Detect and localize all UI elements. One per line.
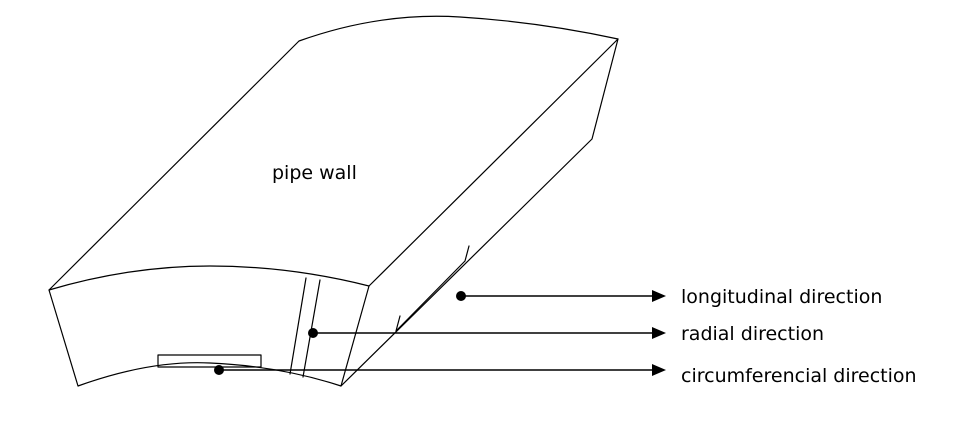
arrow-circumferential-label: circumferencial direction: [681, 365, 917, 387]
front-face-inner-line-1: [289, 277, 307, 375]
arrow-radial-head: [652, 327, 666, 339]
arrow-longitudinal-head: [652, 290, 666, 302]
arrow-longitudinal: longitudinal direction: [456, 286, 882, 308]
arrow-longitudinal-label: longitudinal direction: [681, 286, 882, 308]
arrow-circumferential: circumferencial direction: [214, 364, 917, 387]
side-face: [340, 38, 619, 387]
circumferential-flaw: [157, 354, 262, 368]
front-face: [48, 285, 370, 387]
arrow-radial-label: radial direction: [681, 323, 824, 345]
arrow-circumferential-head: [652, 364, 666, 376]
arrow-radial: radial direction: [308, 323, 824, 345]
top-surface: [48, 15, 619, 291]
pipe-wall-label: pipe wall: [272, 162, 357, 184]
longitudinal-flaw: [395, 245, 470, 332]
